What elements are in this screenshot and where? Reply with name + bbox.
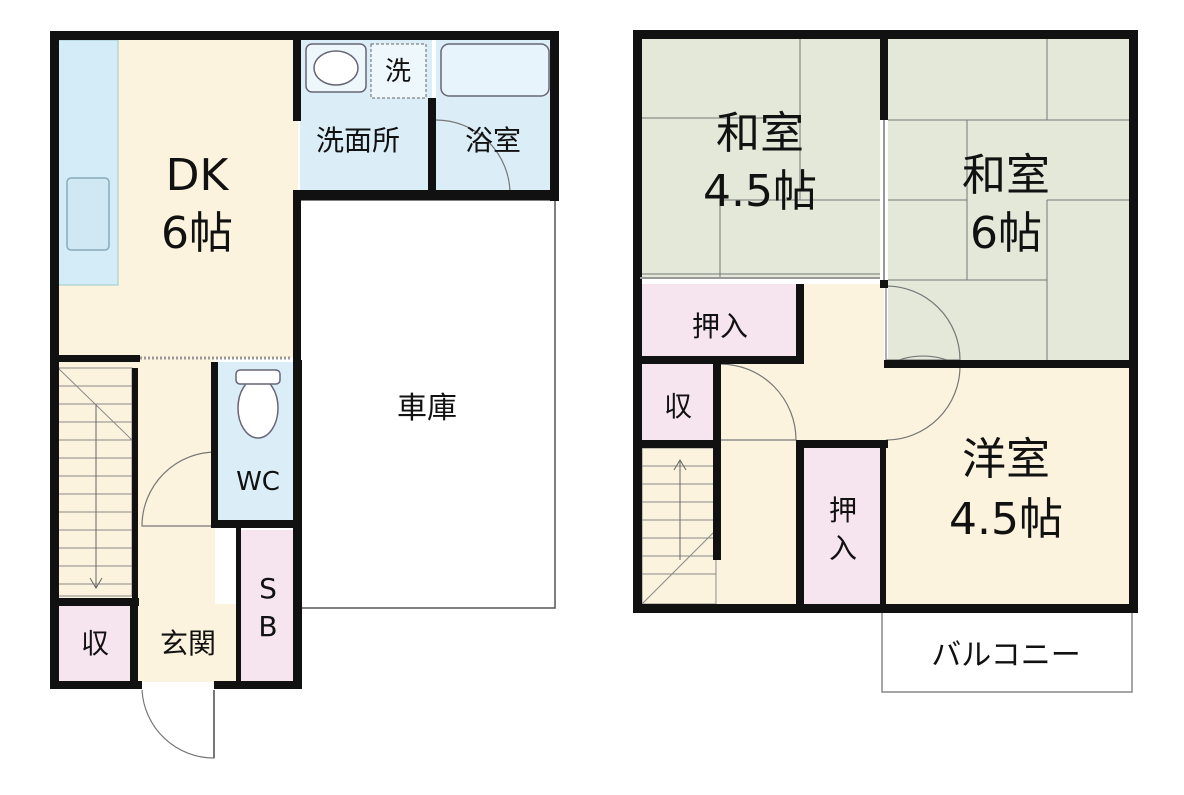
stair-hall-floor (717, 364, 804, 604)
yoshitsu-floor (884, 366, 1131, 606)
oshiire-a-label: 押入 (692, 310, 748, 343)
hall-floor-2 (800, 284, 884, 444)
storage-floor-1 (57, 604, 133, 682)
bath-label: 浴室 (465, 124, 521, 157)
washitsu-a-name-label: 和室 (716, 108, 804, 159)
washer-label: 洗 (385, 57, 411, 87)
washitsu-b-name-label: 和室 (962, 150, 1050, 201)
door-swing-washitsu-b (885, 285, 961, 361)
washitsu-a-floor (640, 38, 880, 278)
sliding-doors (640, 120, 885, 280)
stairs-1 (57, 367, 133, 597)
yoshitsu-name-label: 洋室 (962, 434, 1050, 485)
storage-floor-2 (640, 364, 717, 440)
oshiire-b-label-1: 押 (829, 494, 857, 527)
tatami-lines-b (888, 38, 1131, 360)
garage-label: 車庫 (397, 391, 457, 426)
walls-floor-2 (633, 30, 1138, 613)
balcony-floor (881, 611, 1133, 693)
washitsu-b-size-label: 6帖 (970, 208, 1042, 259)
oshiire-a-floor (640, 284, 800, 356)
walls-floor-1 (50, 31, 559, 689)
basin-bowl-icon (313, 50, 359, 86)
balcony-label: バルコニー (931, 638, 1080, 673)
floor-2: 和室 4.5帖 和室 6帖 押入 収 押 入 洋室 4.5帖 バルコニー (633, 30, 1138, 693)
bathtub-icon (440, 43, 550, 97)
door-swing-yoshitsu-2 (885, 365, 961, 441)
washitsu-b-floor (888, 38, 1131, 360)
washitsu-a-size-label: 4.5帖 (703, 166, 817, 217)
toilet-icon (237, 377, 279, 439)
yoshitsu-size-label: 4.5帖 (949, 494, 1063, 545)
door-swing-entrance (141, 689, 215, 759)
dk-name-label: DK (166, 150, 230, 201)
shoe-box-label-s: S (259, 572, 277, 605)
door-swing-wc (141, 451, 217, 527)
door-swing-bath (435, 119, 511, 195)
oshiire-b-floor (804, 446, 882, 606)
oshiire-b-label-2: 入 (829, 532, 857, 565)
dk-size-label: 6帖 (161, 208, 233, 259)
floor-1: DK 6帖 洗面所 洗 浴室 車庫 WC 収 玄関 S B (50, 31, 559, 759)
entrance-label: 玄関 (160, 627, 216, 660)
entrance-floor (138, 604, 238, 682)
toilet-tank-icon (235, 369, 281, 385)
wc-label: WC (236, 467, 280, 497)
stairs-2 (641, 447, 717, 605)
shoe-box-floor (238, 530, 296, 682)
storage-label-2: 収 (664, 390, 692, 423)
door-swing-storage-2 (719, 363, 797, 441)
washer-space (370, 43, 427, 99)
shoe-box-label-b: B (258, 610, 277, 643)
sink-icon (66, 177, 110, 251)
tatami-lines-a (640, 38, 880, 278)
storage-label-1: 収 (81, 627, 109, 660)
washroom-label: 洗面所 (316, 124, 400, 157)
